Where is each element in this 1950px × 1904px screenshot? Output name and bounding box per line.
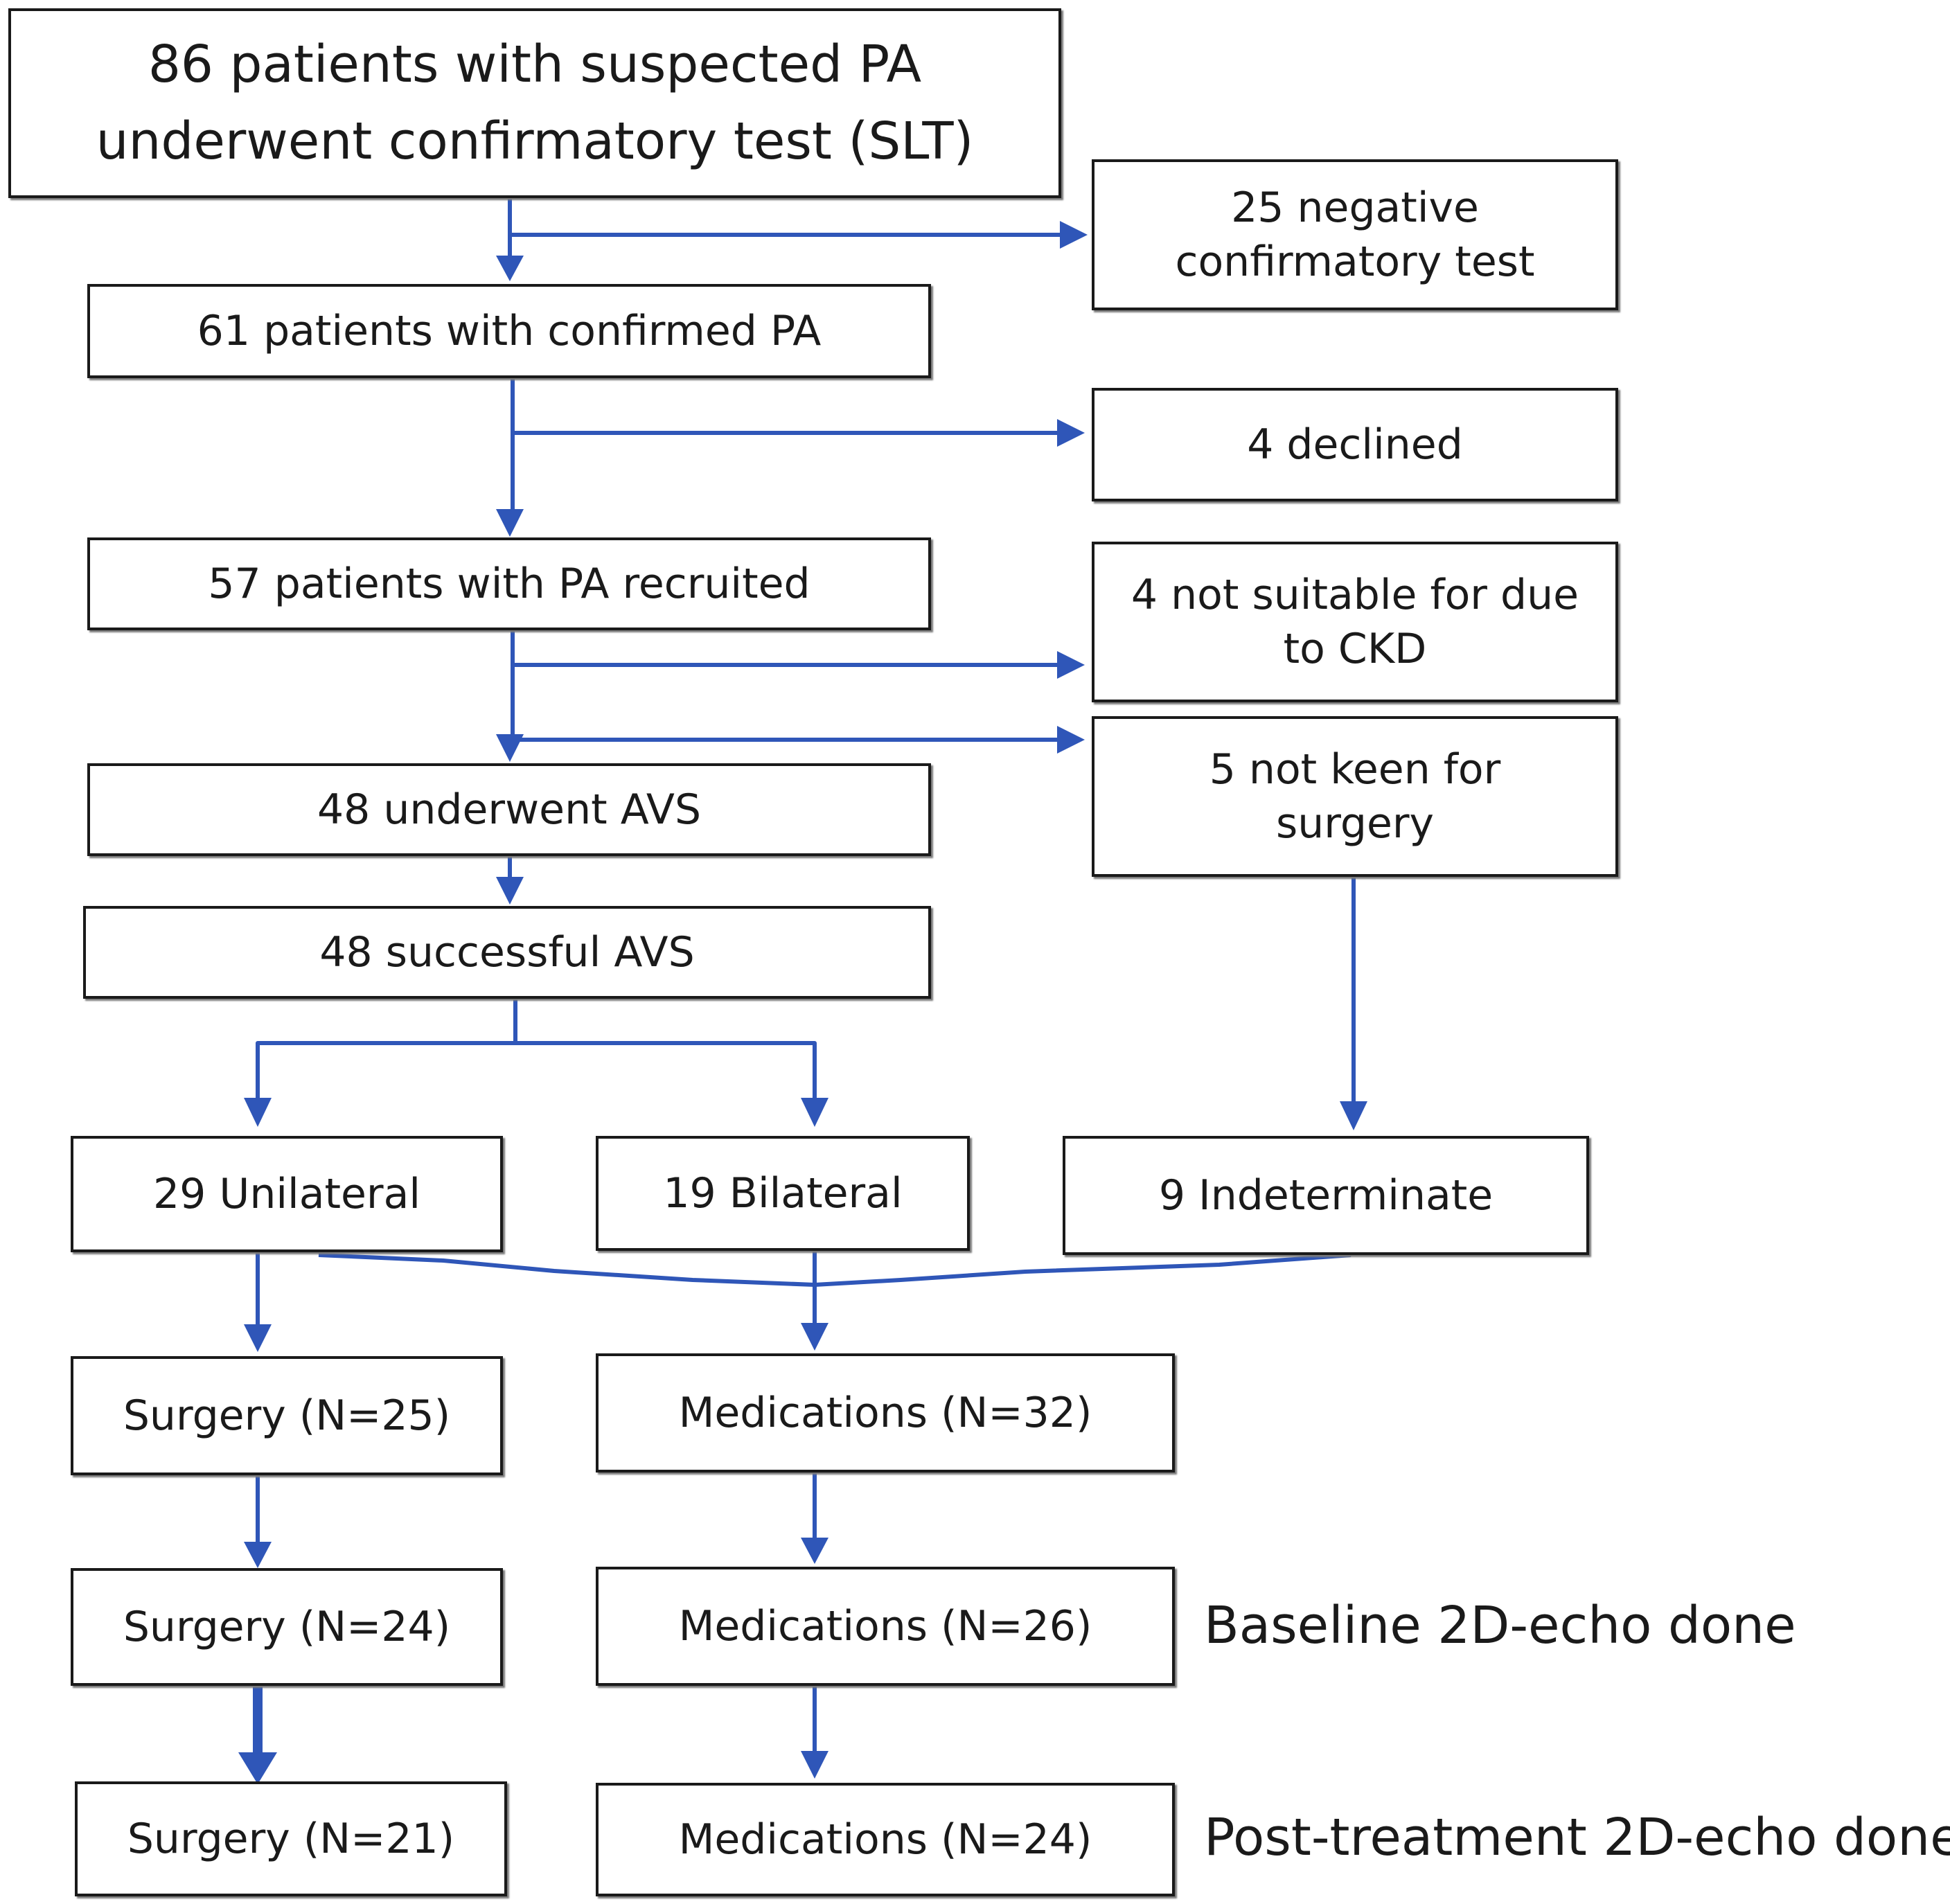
- arrowhead: [1340, 1101, 1367, 1130]
- baseline-echo-label: Baseline 2D-echo done: [1204, 1596, 1796, 1655]
- arrowhead: [1057, 419, 1085, 447]
- arrowhead: [801, 1323, 828, 1351]
- medications-24-box: Medications (N=24): [596, 1783, 1175, 1896]
- unilateral-box: 29 Unilateral: [71, 1136, 503, 1252]
- negative-test-box: 25 negative confirmatory test: [1092, 159, 1618, 310]
- arrowhead: [1057, 651, 1085, 679]
- arrowhead: [244, 1542, 272, 1568]
- surgery-21-box: Surgery (N=21): [75, 1781, 507, 1896]
- arrowhead: [801, 1751, 828, 1779]
- indeterminate-box: 9 Indeterminate: [1063, 1136, 1589, 1255]
- post-treatment-echo-label: Post-treatment 2D-echo done: [1204, 1808, 1950, 1867]
- underwent-avs-box: 48 underwent AVS: [87, 763, 931, 856]
- arrowhead: [801, 1098, 828, 1127]
- successful-avs-box: 48 successful AVS: [83, 906, 931, 999]
- arrowhead: [801, 1538, 828, 1564]
- declined-box: 4 declined: [1092, 388, 1618, 501]
- arrowhead: [238, 1752, 277, 1784]
- arrowhead: [496, 877, 524, 905]
- connector: [256, 1041, 817, 1099]
- surgery-25-box: Surgery (N=25): [71, 1356, 503, 1475]
- arrowhead: [244, 1098, 272, 1127]
- bilateral-box: 19 Bilateral: [596, 1136, 970, 1251]
- recruited-box: 57 patients with PA recruited: [87, 537, 931, 630]
- confirmed-pa-box: 61 patients with confirmed PA: [87, 284, 931, 378]
- arrowhead: [244, 1324, 272, 1352]
- not-suitable-ckd-box: 4 not suitable for due to CKD: [1092, 542, 1618, 702]
- arrowhead: [1060, 221, 1088, 249]
- medications-32-box: Medications (N=32): [596, 1353, 1175, 1473]
- medications-26-box: Medications (N=26): [596, 1567, 1175, 1686]
- surgery-24-box: Surgery (N=24): [71, 1568, 503, 1686]
- arrowhead: [1057, 726, 1085, 754]
- connector: [814, 1253, 1351, 1287]
- screened-patients-box: 86 patients with suspected PA underwent …: [8, 8, 1061, 198]
- not-keen-surgery-box: 5 not keen for surgery: [1092, 716, 1618, 877]
- arrowhead: [496, 256, 524, 281]
- arrowhead: [496, 509, 524, 537]
- connector: [318, 1253, 815, 1287]
